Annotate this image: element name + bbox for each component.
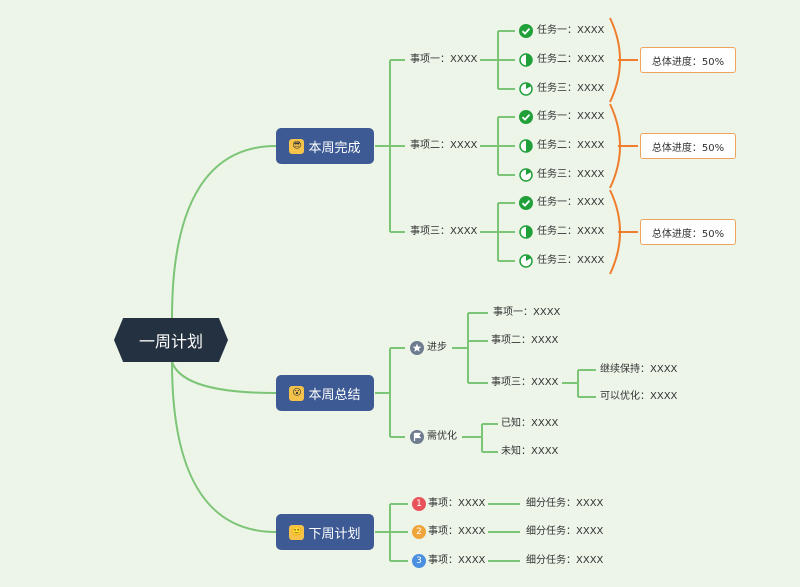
progress-item-1[interactable]: 事项一：XXXX bbox=[493, 307, 561, 318]
priority-2-icon: 2 bbox=[412, 525, 426, 539]
progress-branch-label[interactable]: 进步 bbox=[427, 342, 447, 353]
topic-this-week-done[interactable]: 😎 本周完成 bbox=[276, 128, 374, 164]
quarter-progress-icon bbox=[519, 82, 533, 96]
sunglasses-face-icon: 😎 bbox=[289, 138, 305, 154]
done-item-1[interactable]: 事项一：XXXX bbox=[410, 54, 478, 65]
overall-progress-box[interactable]: 总体进度：50% bbox=[640, 133, 736, 159]
done-item-2[interactable]: 事项二：XXXX bbox=[410, 140, 478, 151]
topic-label: 下周计划 bbox=[308, 526, 361, 542]
progress-item-2[interactable]: 事项二：XXXX bbox=[491, 335, 559, 346]
quarter-progress-icon bbox=[519, 254, 533, 268]
next-subtask-2[interactable]: 细分任务：XXXX bbox=[526, 526, 604, 537]
overall-progress-box[interactable]: 总体进度：50% bbox=[640, 219, 736, 245]
check-complete-icon bbox=[519, 196, 533, 210]
half-progress-icon bbox=[519, 225, 533, 239]
half-progress-icon bbox=[519, 139, 533, 153]
topic-next-week-plan[interactable]: 🙂 下周计划 bbox=[276, 514, 374, 550]
next-item-1[interactable]: 事项：XXXX bbox=[428, 498, 486, 509]
star-icon bbox=[410, 341, 424, 355]
task[interactable]: 任务三：XXXX bbox=[537, 255, 605, 266]
priority-1-icon: 1 bbox=[412, 497, 426, 511]
surprised-face-icon: 😮 bbox=[289, 385, 305, 401]
root-label: 一周计划 bbox=[138, 332, 203, 351]
next-item-2[interactable]: 事项：XXXX bbox=[428, 526, 486, 537]
known-item[interactable]: 已知：XXXX bbox=[501, 418, 559, 429]
topic-label: 本周总结 bbox=[308, 387, 361, 403]
task[interactable]: 任务二：XXXX bbox=[537, 140, 605, 151]
optimize-item[interactable]: 可以优化：XXXX bbox=[600, 391, 678, 402]
task[interactable]: 任务三：XXXX bbox=[537, 169, 605, 180]
smile-face-icon: 🙂 bbox=[289, 524, 305, 540]
task[interactable]: 任务一：XXXX bbox=[537, 111, 605, 122]
next-item-3[interactable]: 事项：XXXX bbox=[428, 555, 486, 566]
next-subtask-3[interactable]: 细分任务：XXXX bbox=[526, 555, 604, 566]
check-complete-icon bbox=[519, 24, 533, 38]
task[interactable]: 任务三：XXXX bbox=[537, 83, 605, 94]
task[interactable]: 任务一：XXXX bbox=[537, 197, 605, 208]
topic-label: 本周完成 bbox=[308, 140, 361, 156]
next-subtask-1[interactable]: 细分任务：XXXX bbox=[526, 498, 604, 509]
done-item-3[interactable]: 事项三：XXXX bbox=[410, 226, 478, 237]
root-topic[interactable]: 一周计划 bbox=[114, 318, 228, 362]
progress-item-3[interactable]: 事项三：XXXX bbox=[491, 377, 559, 388]
flag-icon bbox=[410, 430, 424, 444]
task[interactable]: 任务一：XXXX bbox=[537, 25, 605, 36]
keep-item[interactable]: 继续保持：XXXX bbox=[600, 364, 678, 375]
unknown-item[interactable]: 未知：XXXX bbox=[501, 446, 559, 457]
quarter-progress-icon bbox=[519, 168, 533, 182]
priority-3-icon: 3 bbox=[412, 554, 426, 568]
task[interactable]: 任务二：XXXX bbox=[537, 226, 605, 237]
overall-progress-box[interactable]: 总体进度：50% bbox=[640, 47, 736, 73]
need-optimize-label[interactable]: 需优化 bbox=[427, 431, 457, 442]
check-complete-icon bbox=[519, 110, 533, 124]
half-progress-icon bbox=[519, 53, 533, 67]
topic-this-week-summary[interactable]: 😮 本周总结 bbox=[276, 375, 374, 411]
task[interactable]: 任务二：XXXX bbox=[537, 54, 605, 65]
